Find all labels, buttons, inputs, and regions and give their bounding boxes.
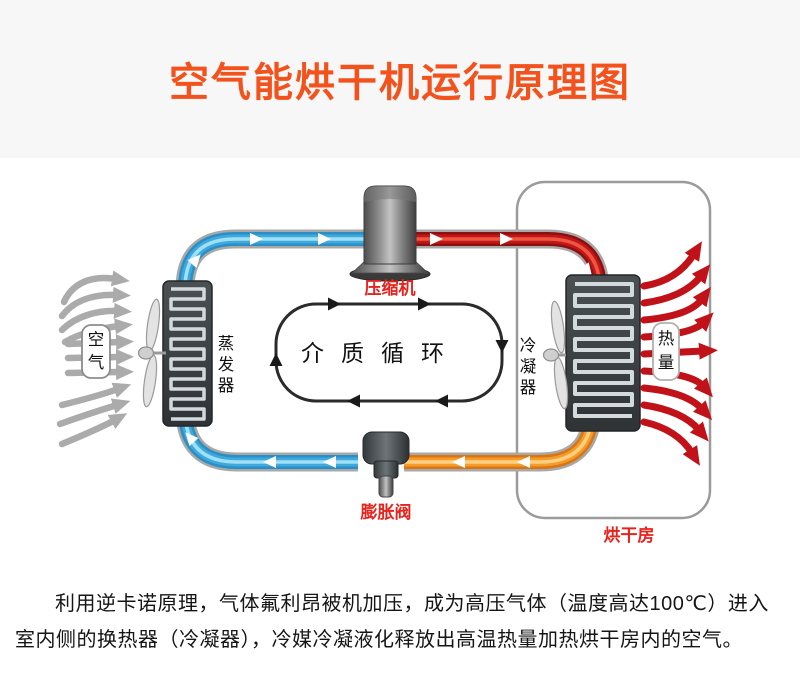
condenser-fan — [542, 300, 569, 410]
evaporator-fan — [137, 298, 166, 408]
svg-text:器: 器 — [520, 379, 537, 397]
evaporator — [162, 280, 213, 427]
svg-text:气: 气 — [88, 353, 105, 372]
diagram-canvas: 介质循环 空 气 热 量 蒸 发 器 冷 凝 器 压缩机 膨胀阀 烘干房 — [56, 180, 718, 545]
condenser-label: 冷 凝 器 — [520, 336, 537, 397]
drying-room-label: 烘干房 — [604, 525, 655, 545]
fan-hub — [137, 346, 155, 360]
svg-text:蒸: 蒸 — [218, 334, 235, 353]
expansion-valve-label: 膨胀阀 — [361, 502, 412, 522]
svg-text:热: 热 — [658, 329, 675, 348]
evaporator-coil-tubes — [169, 287, 206, 421]
compressor-label: 压缩机 — [365, 278, 416, 298]
svg-text:发: 发 — [218, 355, 235, 374]
pipe-flow-arrows — [185, 233, 593, 468]
svg-text:器: 器 — [218, 377, 235, 395]
expansion-valve — [362, 431, 410, 498]
evaporator-label: 蒸 发 器 — [218, 334, 235, 395]
description-line-1: 利用逆卡诺原理，气体氟利昂被机加压，成为高压气体（温度高达100℃）进入 — [55, 593, 769, 615]
cycle-label: 介质循环 — [301, 340, 461, 366]
svg-text:冷: 冷 — [520, 336, 537, 355]
heat-label: 热 量 — [652, 322, 680, 381]
condenser-coil-tubes — [573, 282, 634, 418]
air-flow-arrows — [56, 270, 134, 448]
svg-text:量: 量 — [658, 354, 675, 372]
medium-cycle-loop: 介质循环 — [269, 297, 509, 408]
air-label: 空 气 — [81, 324, 111, 379]
page-title: 空气能烘干机运行原理图 — [169, 61, 631, 105]
description-line-2: 室内侧的换热器（冷凝器），冷媒冷凝液化释放出高温热量加热烘干房内的空气。 — [15, 629, 743, 651]
diagram-area: 介质循环 空 气 热 量 蒸 发 器 冷 凝 器 压缩机 膨胀阀 烘干房 — [0, 158, 800, 580]
principle-description: 利用逆卡诺原理，气体氟利昂被机加压，成为高压气体（温度高达100℃）进入 室内侧… — [15, 586, 785, 658]
compressor — [349, 185, 431, 282]
title-banner: 空气能烘干机运行原理图 — [0, 0, 800, 158]
svg-text:凝: 凝 — [520, 357, 537, 376]
svg-text:空: 空 — [88, 330, 105, 349]
condenser — [565, 274, 641, 432]
fan-hub — [542, 348, 560, 362]
